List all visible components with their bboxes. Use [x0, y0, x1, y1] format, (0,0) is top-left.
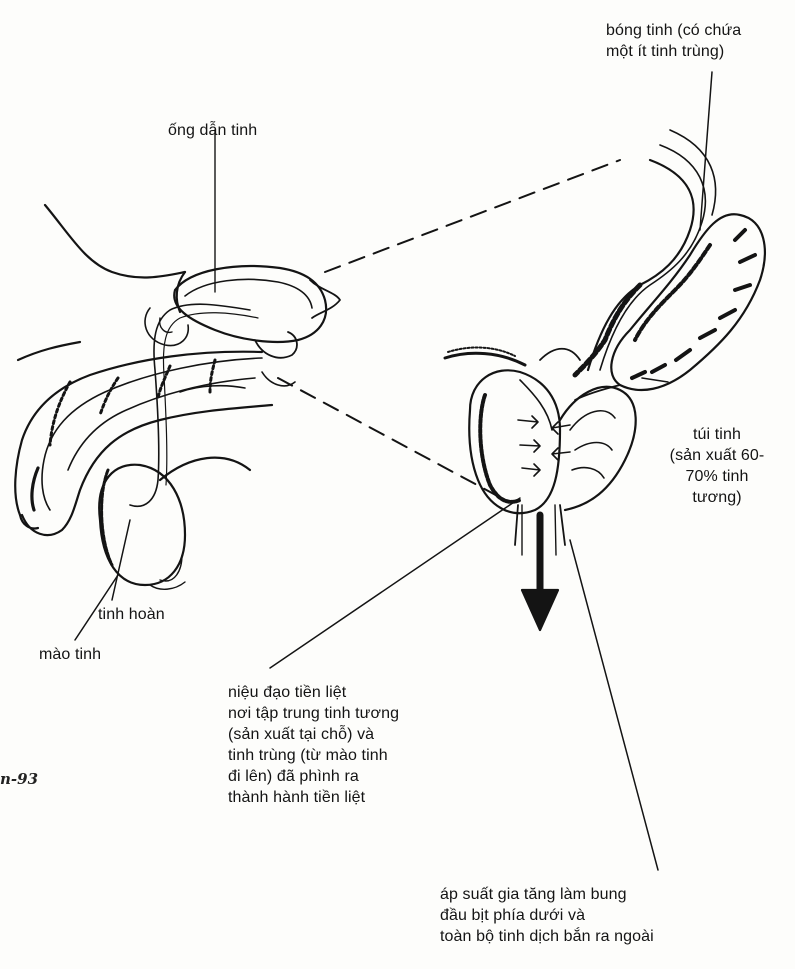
label-nieu-dao-line-6: thành hành tiền liệt: [228, 787, 399, 808]
penis-shaft: [15, 352, 272, 535]
ampulla-vas: [575, 130, 716, 375]
internal-flow-arrows: [518, 416, 570, 476]
ejaculation-arrow: [522, 515, 558, 630]
label-mao-tinh: mào tinh: [39, 644, 101, 665]
vas-deferens-path: [130, 130, 258, 506]
label-ap-suat-line-3: toàn bộ tinh dịch bắn ra ngoài: [440, 926, 654, 947]
label-bong-tinh-line-1: bóng tinh (có chứa: [606, 20, 741, 41]
label-tui-tinh-line-2: (sản xuất 60-: [658, 445, 776, 466]
zoom-connector-lines: [278, 160, 620, 500]
label-tinh-hoan: tinh hoàn: [98, 604, 165, 625]
label-tui-tinh-line-4: tương): [658, 487, 776, 508]
label-tui-tinh-line-3: 70% tinh: [658, 466, 776, 487]
testis: [99, 465, 185, 590]
label-nieu-dao-line-4: tinh trùng (từ mào tinh: [228, 745, 399, 766]
label-nieu-dao-line-1: niệu đạo tiền liệt: [228, 682, 399, 703]
label-ong-dan-tinh: ống dẫn tinh: [168, 120, 257, 141]
label-nieu-dao: niệu đạo tiền liệt nơi tập trung tinh tư…: [228, 682, 399, 808]
label-nieu-dao-line-3: (sản xuất tại chỗ) và: [228, 724, 399, 745]
label-nieu-dao-line-5: đi lên) đã phình ra: [228, 766, 399, 787]
bladder-and-prostate: [145, 266, 340, 386]
label-nieu-dao-line-2: nơi tập trung tinh tương: [228, 703, 399, 724]
label-bong-tinh-line-2: một ít tinh trùng): [606, 41, 741, 62]
label-tui-tinh: túi tinh (sản xuất 60- 70% tinh tương): [658, 424, 776, 508]
label-bong-tinh: bóng tinh (có chứa một ít tinh trùng): [606, 20, 741, 62]
label-ap-suat-line-1: áp suất gia tăng làm bung: [440, 884, 654, 905]
label-ap-suat: áp suất gia tăng làm bung đầu bịt phía d…: [440, 884, 654, 947]
label-ap-suat-line-2: đầu bịt phía dưới và: [440, 905, 654, 926]
seminal-vesicle: [575, 214, 765, 400]
label-tui-tinh-line-1: túi tinh: [658, 424, 776, 445]
margin-note: n-93: [0, 770, 38, 788]
